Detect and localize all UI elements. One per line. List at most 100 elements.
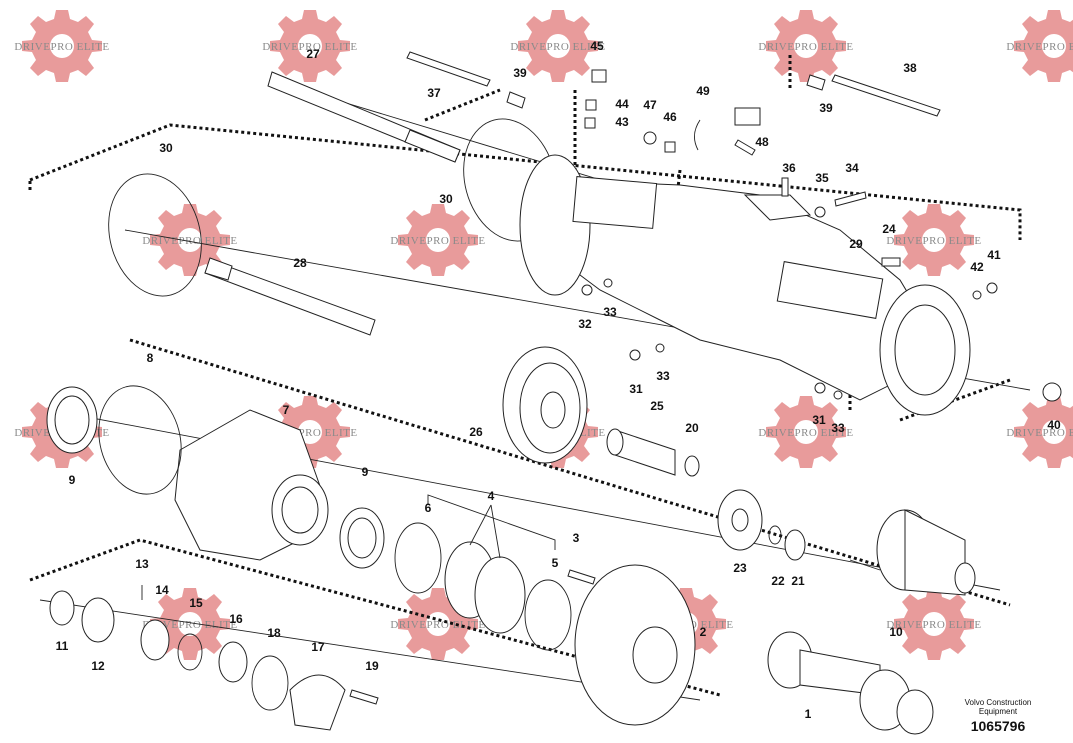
shaft-28 [204,257,376,336]
footer-brand: Volvo Construction Equipment [964,698,1032,716]
watermark-text: DRIVEPRO ELITE [1006,427,1073,439]
o-ring-6 [394,522,442,594]
callout-label: 34 [845,161,859,175]
callout-label: 39 [513,66,527,80]
plug-31-right [814,382,826,394]
nut-14 [140,619,170,661]
watermark-text: DRIVEPRO ELITE [142,235,237,247]
axle-assembly-1 [767,631,934,735]
watermark-text: DRIVEPRO ELITE [390,235,485,247]
callout-label: 19 [365,659,379,673]
callout-label: 47 [643,98,657,112]
washer-35 [814,206,826,218]
tube-49 [694,119,701,151]
callout-label: 44 [615,97,629,111]
callout-label: 4 [488,489,495,503]
plug-39-left [506,91,526,109]
bolt-19 [349,689,379,705]
callout-label: 43 [615,115,629,129]
watermark-text: DRIVEPRO ELITE [510,41,605,53]
callout-label: 38 [903,61,917,75]
watermark-text: DRIVEPRO ELITE [262,41,357,53]
callout-label: 2 [700,625,707,639]
figure-id: 1065796 [970,718,1026,734]
callout-label: 35 [815,171,829,185]
bolt-3 [567,569,596,585]
cover-17 [289,674,346,731]
rod-38 [831,74,941,117]
callout-label: 9 [69,473,76,487]
watermark: DRIVEPRO ELITE [390,588,485,660]
ring-4b [474,556,526,634]
planet-carrier-10 [849,509,976,596]
nut-16 [218,641,248,683]
watermark: DRIVEPRO ELITE [1006,396,1073,468]
callout-label: 39 [819,101,833,115]
washer-15 [177,633,203,671]
o-ring-5 [524,579,572,651]
shaft-27 [267,71,461,163]
callout-label: 49 [696,84,710,98]
washer-11 [49,590,75,626]
callout-label: 10 [889,625,903,639]
callout-label: 31 [812,413,826,427]
callout-label: 27 [306,47,320,61]
callout-label: 29 [849,237,863,251]
watermark-text: DRIVEPRO ELITE [758,427,853,439]
watermark-text: DRIVEPRO ELITE [886,235,981,247]
fitting-44 [585,99,597,111]
callout-label: 11 [56,639,69,653]
watermark: DRIVEPRO ELITE [262,10,357,82]
callout-label: 42 [970,260,984,274]
o-ring-30-left [108,173,202,297]
snap-ring-8 [98,385,182,495]
fitting-43 [584,117,596,129]
callout-label: 8 [147,351,154,365]
washer-47 [643,131,657,145]
callout-label: 31 [629,382,643,396]
callout-label: 13 [135,557,149,571]
callout-label: 15 [189,596,203,610]
watermark-text: DRIVEPRO ELITE [390,619,485,631]
connector-48 [734,107,761,126]
callout-label: 30 [159,141,173,155]
washer-33-upper [603,278,613,288]
plug-31-left [629,349,641,361]
plug-39-right [806,74,826,91]
ring-12 [81,597,115,643]
planetary-housing-2 [574,564,696,726]
o-ring-18 [251,655,289,711]
callout-label: 32 [578,317,592,331]
washer-33-right [833,390,843,400]
breather-45 [591,69,607,83]
callout-label: 48 [755,135,769,149]
callout-label: 16 [229,612,243,626]
plug-41 [986,282,998,294]
callout-label: 14 [155,583,169,597]
watermark: DRIVEPRO ELITE [510,10,605,82]
callout-label: 1 [805,707,812,721]
bearing-21 [784,529,806,561]
callout-label: 5 [552,556,559,570]
axle-housing-29 [519,154,971,416]
callout-label: 12 [91,659,105,673]
callout-label: 30 [439,192,453,206]
watermark-text: DRIVEPRO ELITE [886,619,981,631]
callout-label: 33 [831,421,845,435]
callout-label: 33 [656,369,670,383]
plug-46 [664,141,676,153]
callout-label: 28 [293,256,307,270]
callout-label: 9 [362,465,369,479]
brake-pack-26 [502,346,588,464]
callout-label: 41 [987,248,1001,262]
callout-label: 26 [469,425,483,439]
rod-37 [406,51,491,87]
washer-20 [684,455,700,477]
watermark-text: DRIVEPRO ELITE [1006,41,1073,53]
watermark-text: DRIVEPRO ELITE [14,41,109,53]
bolt-34 [834,191,867,207]
pin-36 [781,177,789,197]
callout-label: 33 [603,305,617,319]
